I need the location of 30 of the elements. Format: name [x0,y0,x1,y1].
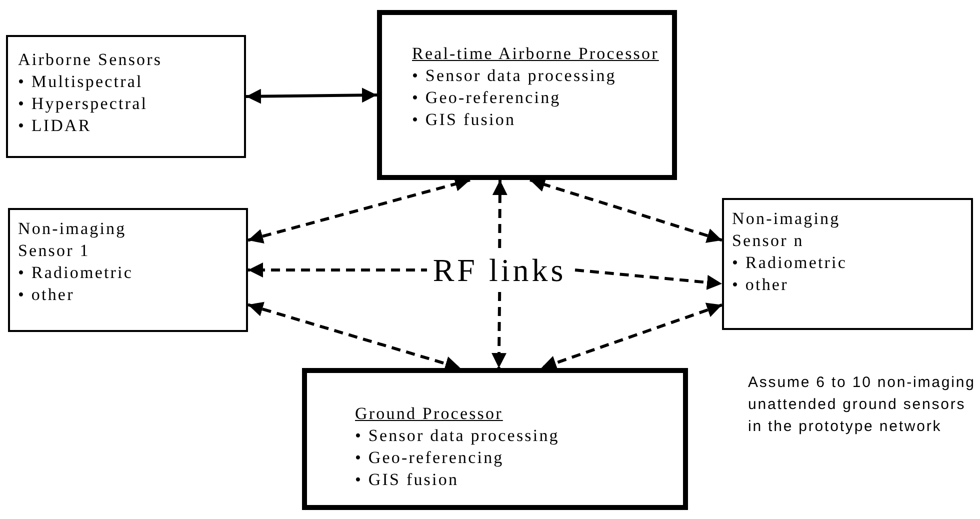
box-heading: Ground Processor [355,403,504,425]
bullet-item: • Hyperspectral [18,93,149,115]
box-heading: Non-imaging Sensor 1 [18,218,128,262]
bullet-item: • Geo-referencing [412,87,562,109]
process-box [6,35,246,158]
bullet-item: • Geo-referencing [355,447,505,469]
arrow [246,88,378,104]
bullet-item: • GIS fusion [412,109,517,131]
box-heading: Real-time Airborne Processor [412,43,660,65]
bullet-item: • Radiometric [18,262,134,284]
bullet-item: • Sensor data processing [412,65,618,87]
bullet-item: • LIDAR [18,115,92,137]
box-heading: Non-imaging Sensor n [732,208,842,252]
arrow [574,268,722,290]
bullet-item: • other [732,274,790,296]
process-box [377,10,677,180]
arrow [492,292,506,368]
box-heading: Airborne Sensors [18,49,164,71]
bullet-item: • other [18,284,76,306]
process-box [8,208,248,332]
arrow [248,302,461,371]
note-text: Assume 6 to 10 non-imaging unattended ground sensors in the prototype network [748,373,976,437]
arrow [540,302,722,370]
process-box [722,198,973,330]
arrow [492,180,508,248]
process-box [302,368,688,510]
bullet-item: • Sensor data processing [355,425,560,447]
bullet-item: • Radiometric [732,252,848,274]
bullet-item: • Multispectral [18,71,144,93]
bullet-item: • GIS fusion [355,469,460,491]
